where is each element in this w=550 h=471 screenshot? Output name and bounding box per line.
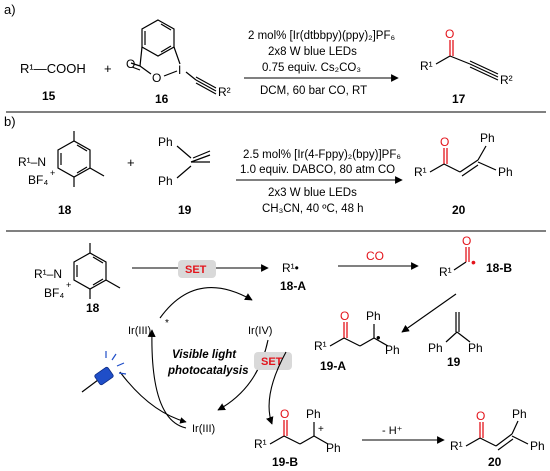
compound-number-20-b: 20 bbox=[452, 203, 466, 217]
mech-product-20-number: 20 bbox=[488, 455, 502, 469]
mech-styrene-ph-left: Ph bbox=[428, 341, 443, 355]
conditions-a-below: DCM, 60 bar CO, RT bbox=[260, 85, 367, 97]
ir3-excited-label: Ir(III) bbox=[128, 325, 151, 337]
conditions-b-line-2: 1.0 equiv. DABCO, 80 atm CO bbox=[240, 164, 395, 176]
mech-product-20-ph-top: Ph bbox=[512, 407, 527, 421]
arrow-light-excitation bbox=[119, 371, 187, 424]
carboxylic-acid-15: R¹—COOH bbox=[20, 61, 86, 76]
int-19b-number: 19-B bbox=[272, 455, 298, 469]
arrow-19a-to-19b bbox=[266, 351, 287, 425]
int-19a-oxygen: O bbox=[340, 309, 349, 323]
int-19b-ph-right: Ph bbox=[326, 441, 341, 455]
set-label-top: SET bbox=[185, 264, 207, 276]
acyl-oxygen: O bbox=[462, 234, 471, 248]
set-badge-bottom bbox=[254, 352, 292, 370]
acyl-number-18b: 18-B bbox=[486, 261, 512, 275]
pyridinium-18-charge: + bbox=[50, 168, 55, 178]
product-20-b-ph-top: Ph bbox=[480, 131, 495, 145]
product-20-b-oxygen: O bbox=[440, 135, 449, 149]
acyl-radical-18b-structure bbox=[453, 247, 470, 271]
product-20-structure-mech bbox=[465, 420, 529, 451]
pyridinium-18-structure bbox=[57, 131, 105, 187]
arrow-acyl-addition bbox=[401, 293, 457, 333]
product-17-structure bbox=[435, 40, 499, 81]
compound-number-19-b: 19 bbox=[178, 203, 192, 217]
mech-styrene-number-19: 19 bbox=[447, 355, 461, 369]
product-17-r1: R¹ bbox=[420, 59, 433, 73]
conditions-b-line-1: 2.5 mol% [Ir(4-Fppy)₂(bpy)]PF₆ bbox=[243, 149, 401, 161]
int-19b-r1: R¹ bbox=[254, 437, 267, 451]
plus-sign-a: + bbox=[104, 61, 112, 76]
reagent-16-structure bbox=[130, 19, 217, 95]
mech-product-20-oxygen: O bbox=[476, 409, 485, 423]
int-19b-oxygen: O bbox=[280, 407, 289, 421]
intermediate-19b-structure bbox=[269, 420, 329, 445]
int-19a-ph-top: Ph bbox=[366, 309, 381, 323]
product-20-b-ph-right: Ph bbox=[498, 165, 513, 179]
conditions-b-below-1: 2x3 W blue LEDs bbox=[268, 187, 357, 199]
reagent-16-iodine: I bbox=[178, 63, 181, 77]
arrow-ir3-to-ir3star bbox=[147, 329, 187, 429]
int-19b-ph-top: Ph bbox=[306, 407, 321, 421]
set-label-bottom: SET bbox=[261, 356, 283, 368]
product-20-structure-b bbox=[429, 145, 497, 177]
styrene-19-structure bbox=[176, 145, 211, 179]
panel-a-label: a) bbox=[4, 2, 16, 17]
pyridinium-18-r1n: R¹–N bbox=[18, 155, 46, 169]
int-19a-r1: R¹ bbox=[314, 339, 327, 353]
conditions-a-line-2: 2x8 W blue LEDs bbox=[268, 46, 357, 58]
compound-number-16: 16 bbox=[155, 92, 169, 106]
intermediate-19a-structure bbox=[329, 322, 389, 347]
compound-number-15: 15 bbox=[42, 89, 56, 103]
mech-18-r1n: R¹–N bbox=[34, 267, 62, 281]
reagent-16-carbonyl-o: O bbox=[126, 57, 135, 71]
product-20-b-r1: R¹ bbox=[414, 165, 427, 179]
mech-18-bf4: BF₄ bbox=[44, 286, 64, 300]
styrene-19-ph-top: Ph bbox=[158, 135, 173, 149]
panel-b-label: b) bbox=[4, 114, 16, 129]
conditions-a-line-3: 0.75 equiv. Cs₂CO₃ bbox=[262, 62, 361, 74]
mech-18-charge: + bbox=[66, 280, 71, 290]
conditions-b-below-2: CH₃CN, 40 ºC, 48 h bbox=[262, 203, 364, 215]
product-17-oxygen: O bbox=[445, 27, 454, 41]
int-19a-number: 19-A bbox=[320, 359, 346, 373]
reagent-16-r2: R² bbox=[218, 85, 231, 99]
styrene-19-ph-bottom: Ph bbox=[158, 174, 173, 188]
set-badge-top bbox=[178, 260, 216, 278]
plus-sign-b: + bbox=[127, 155, 135, 170]
mech-product-20-r1: R¹ bbox=[450, 439, 463, 453]
acyl-r1: R¹ bbox=[439, 265, 452, 279]
styrene-19-structure-mech bbox=[445, 312, 471, 343]
cycle-title-line-2: photocatalysis bbox=[167, 365, 249, 377]
radical-r1: R¹• bbox=[282, 261, 299, 275]
radical-number-18a: 18-A bbox=[280, 279, 306, 293]
mech-compound-number-18: 18 bbox=[86, 301, 100, 315]
mech-styrene-ph-right: Ph bbox=[468, 341, 483, 355]
arrow-ir3star-to-ir4 bbox=[159, 287, 253, 319]
cycle-title-line-1: Visible light bbox=[172, 349, 237, 361]
reagent-16-ring-o: O bbox=[152, 71, 161, 85]
ir3-label: Ir(III) bbox=[192, 423, 215, 435]
acyl-dot: • bbox=[471, 254, 476, 270]
compound-number-18-b: 18 bbox=[58, 203, 72, 217]
blue-led-lamp-icon bbox=[81, 351, 127, 393]
conditions-a-line-1: 2 mol% [Ir(dtbbpy)(ppy)₂]PF₆ bbox=[248, 30, 396, 42]
pyridinium-18-structure-mech bbox=[73, 243, 121, 299]
co-label: CO bbox=[366, 249, 384, 263]
compound-number-17: 17 bbox=[452, 92, 466, 106]
ir4-label: Ir(IV) bbox=[248, 325, 272, 337]
product-17-r2: R² bbox=[500, 73, 513, 87]
pyridinium-18-bf4: BF₄ bbox=[28, 173, 48, 187]
arrow-ir4-to-ir3 bbox=[217, 339, 269, 411]
mech-product-20-ph-right: Ph bbox=[530, 439, 545, 453]
deprotonation-label: - H⁺ bbox=[382, 425, 403, 437]
int-19a-ph-right: Ph bbox=[385, 343, 400, 357]
int-19b-cation-plus: + bbox=[318, 424, 324, 435]
int-19a-radical-dot: • bbox=[376, 330, 381, 345]
ir3-excited-star: * bbox=[165, 318, 169, 329]
